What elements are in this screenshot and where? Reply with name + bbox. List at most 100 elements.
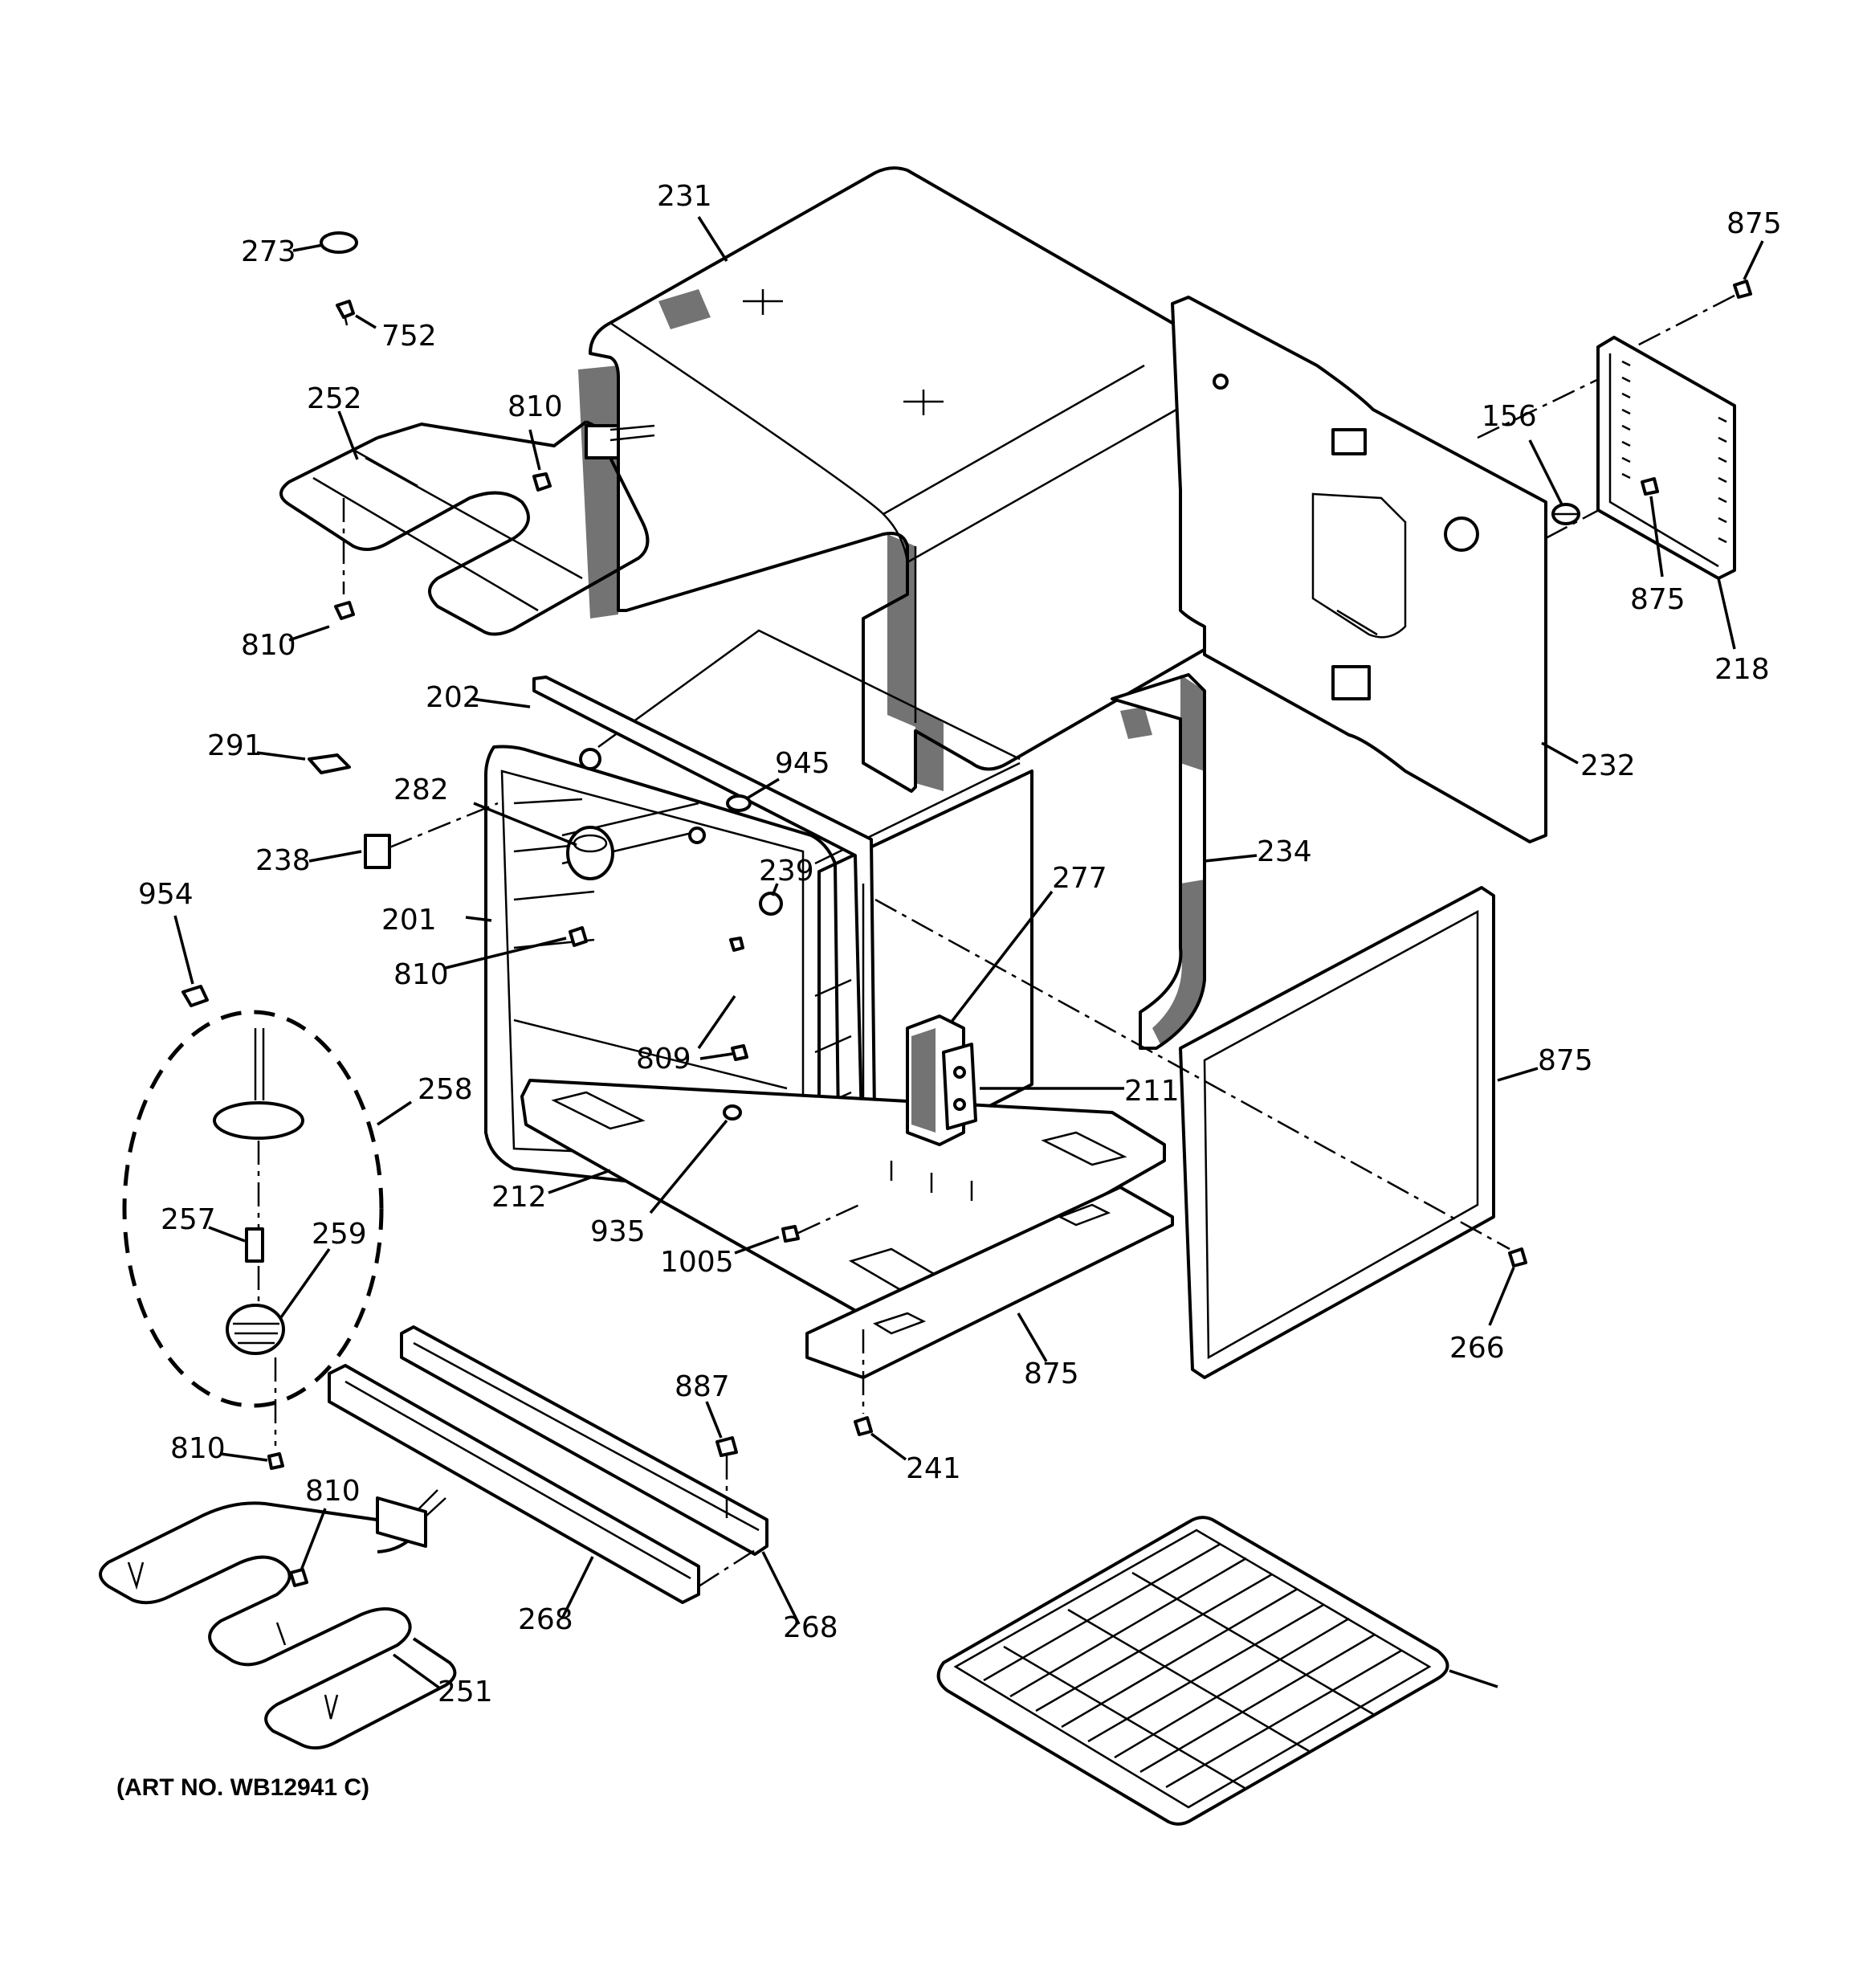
screw-part <box>723 1104 742 1121</box>
callout-268-right: 268 <box>761 1551 838 1644</box>
callout-268b-label: 268 <box>783 1611 838 1644</box>
screw-part <box>532 472 552 492</box>
callout-266: 875 <box>1017 1312 1079 1390</box>
callout-234-label: 277 <box>1052 862 1107 895</box>
back-panel-part <box>1171 296 1615 843</box>
callout-945: 945 <box>746 747 830 800</box>
screw-part <box>715 1436 738 1518</box>
callout-810-bake: 810 <box>300 1475 361 1571</box>
trim-upper-part <box>400 1325 768 1588</box>
clip-part <box>308 753 351 774</box>
screw-part <box>854 1416 873 1436</box>
callout-875a-label: 875 <box>1726 207 1782 240</box>
oven-rack-part <box>936 1516 1449 1826</box>
callout-809-label: 809 <box>636 1043 691 1076</box>
callout-1005-label: 1005 <box>660 1246 734 1279</box>
sensor-part <box>726 794 752 812</box>
callout-268a-label: 268 <box>518 1603 573 1636</box>
callout-875b-label: 875 <box>1630 583 1686 616</box>
thermostat-part <box>1551 503 1580 525</box>
callout-241 <box>1449 1669 1498 1688</box>
callout-202-label: 202 <box>426 681 481 714</box>
knob-part <box>320 231 358 326</box>
callout-809: 809 <box>636 995 736 1076</box>
callout-282-label: 282 <box>393 774 449 806</box>
screw-part <box>1641 477 1659 496</box>
callout-238: 238 <box>255 844 362 877</box>
callout-232-label: 234 <box>1257 835 1312 868</box>
callout-203-label: 232 <box>1580 749 1636 782</box>
callout-212: 212 <box>491 1169 611 1214</box>
callout-935: 935 <box>590 1119 728 1248</box>
callout-268-left: 268 <box>518 1556 594 1636</box>
callout-875d-label: 241 <box>906 1452 961 1485</box>
callout-810c-label: 810 <box>393 958 449 991</box>
callout-954: 954 <box>138 878 194 985</box>
callout-232: 234 <box>1204 835 1312 868</box>
callout-266-label: 875 <box>1024 1357 1079 1390</box>
callout-239: 239 <box>759 855 814 896</box>
callout-810d-label: 810 <box>170 1432 226 1465</box>
callout-201: 201 <box>381 904 492 937</box>
broil-element-part <box>279 420 655 636</box>
callout-810b-label: 810 <box>241 629 296 662</box>
outer-wrapper-part <box>578 166 1218 793</box>
callout-875-box: 875 <box>1630 496 1686 616</box>
art-number: (ART NO. WB12941 C) <box>116 1774 369 1801</box>
callout-810e-label: 810 <box>305 1475 361 1508</box>
callout-258: 258 <box>377 1073 473 1126</box>
callout-277-label: 211 <box>1124 1075 1180 1108</box>
trim-lower-part <box>328 1364 700 1604</box>
callout-810-left: 810 <box>241 625 330 662</box>
callout-945-label: 945 <box>775 747 830 780</box>
screw-part <box>569 926 588 947</box>
clip-part <box>181 985 209 1007</box>
callout-752: 752 <box>355 314 437 353</box>
callout-239-label: 239 <box>759 855 814 888</box>
callout-875-top: 875 <box>1726 207 1782 280</box>
callout-156-label: 156 <box>1482 400 1537 433</box>
callout-935-label: 935 <box>590 1215 646 1248</box>
screw-part <box>1605 280 1752 363</box>
callout-259-label: 259 <box>312 1218 367 1251</box>
callout-218: 218 <box>1714 578 1770 686</box>
callout-810a-label: 810 <box>508 390 563 423</box>
callout-203: 232 <box>1541 741 1636 782</box>
callout-218-label: 218 <box>1714 653 1770 686</box>
control-box-part <box>1596 336 1736 580</box>
bake-element-part <box>99 1489 457 1750</box>
light-assembly-part <box>566 826 614 880</box>
callout-1005: 1005 <box>660 1235 780 1279</box>
callout-887-label: 887 <box>675 1370 730 1403</box>
door-latch-part <box>942 1043 977 1130</box>
callout-231-label: 231 <box>657 180 712 213</box>
callout-234: 277 <box>950 862 1107 1023</box>
latch-bracket-part <box>906 1014 965 1146</box>
callout-202: 202 <box>426 681 531 714</box>
callout-252-label: 252 <box>307 382 362 415</box>
callout-887: 887 <box>675 1370 730 1439</box>
callout-251: 251 <box>392 1653 493 1708</box>
screw-part <box>334 498 355 620</box>
screw-part <box>729 937 748 1061</box>
callout-211-label: 875 <box>1538 1044 1593 1077</box>
callout-252: 252 <box>307 382 362 460</box>
callout-291: 291 <box>207 729 306 762</box>
callout-257-label: 257 <box>161 1203 216 1236</box>
callout-258-label: 258 <box>418 1073 473 1106</box>
callout-257: 257 <box>161 1203 246 1243</box>
callout-231: 231 <box>657 180 728 262</box>
callout-277: 211 <box>980 1075 1180 1108</box>
front-frame-gasket-part <box>874 886 1510 1379</box>
insulation-blanket-part <box>1111 673 1206 1050</box>
callout-238-label: 238 <box>255 844 311 877</box>
callout-810-lower: 810 <box>170 1432 268 1465</box>
callout-810-top: 810 <box>508 390 563 471</box>
callout-875c-label: 266 <box>1449 1332 1505 1365</box>
screw-part <box>781 1203 860 1243</box>
callout-273: 273 <box>241 235 324 268</box>
callout-282: 282 <box>393 774 577 847</box>
bracket-part <box>364 802 499 869</box>
callout-875-right: 266 <box>1449 1267 1515 1365</box>
